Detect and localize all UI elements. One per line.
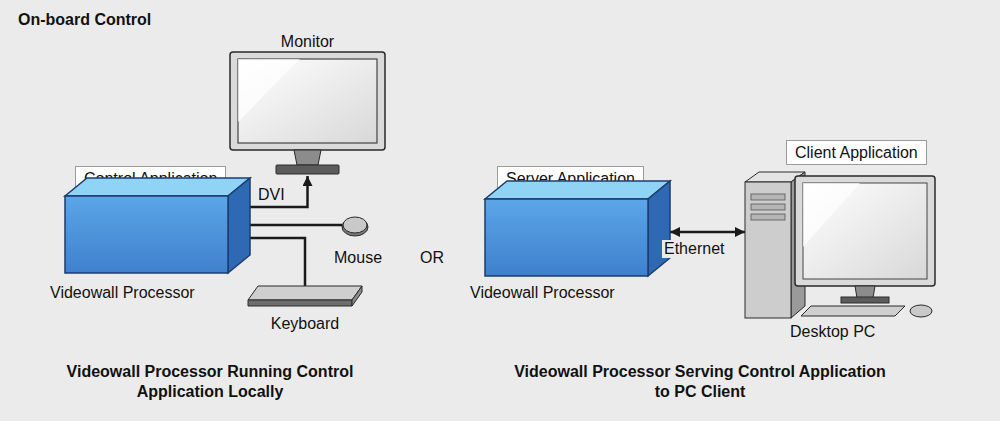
connector-label: Ethernet [662, 240, 726, 258]
desktop-pc-icon-drawing [745, 172, 940, 318]
connector-line [250, 176, 308, 207]
application-label: Client Application [795, 143, 918, 162]
diagram-title: On-board Control [18, 10, 151, 30]
node-label: Keyboard [271, 314, 340, 333]
desktop-pc-icon: Desktop PC [745, 172, 940, 318]
videowall-processor: Videowall Processor [65, 178, 250, 273]
caption: Videowall Processor Serving Control Appl… [505, 362, 895, 402]
node-label: Monitor [281, 32, 334, 51]
connector-line [250, 224, 342, 227]
videowall-processor: Videowall Processor [485, 181, 670, 276]
node-label: Desktop PC [790, 322, 875, 341]
keyboard-icon: Keyboard [248, 286, 362, 306]
node-label: Videowall Processor [50, 283, 195, 302]
monitor-icon: Monitor [230, 52, 385, 175]
application-label-box: Client Application [786, 140, 927, 165]
mouse-icon-drawing [342, 214, 368, 236]
monitor-icon-drawing [230, 52, 385, 175]
node-label: Mouse [334, 248, 382, 267]
caption: Videowall Processor Running Control Appl… [40, 362, 380, 402]
videowall-processor-drawing [65, 178, 250, 273]
connector-line [670, 231, 745, 234]
keyboard-icon-drawing [248, 286, 362, 306]
or-label: OR [420, 248, 444, 268]
mouse-icon: Mouse [342, 214, 368, 236]
connector-label: DVI [256, 186, 287, 204]
node-label: Videowall Processor [470, 283, 615, 302]
videowall-processor-drawing [485, 181, 670, 276]
connector-line [250, 238, 305, 286]
